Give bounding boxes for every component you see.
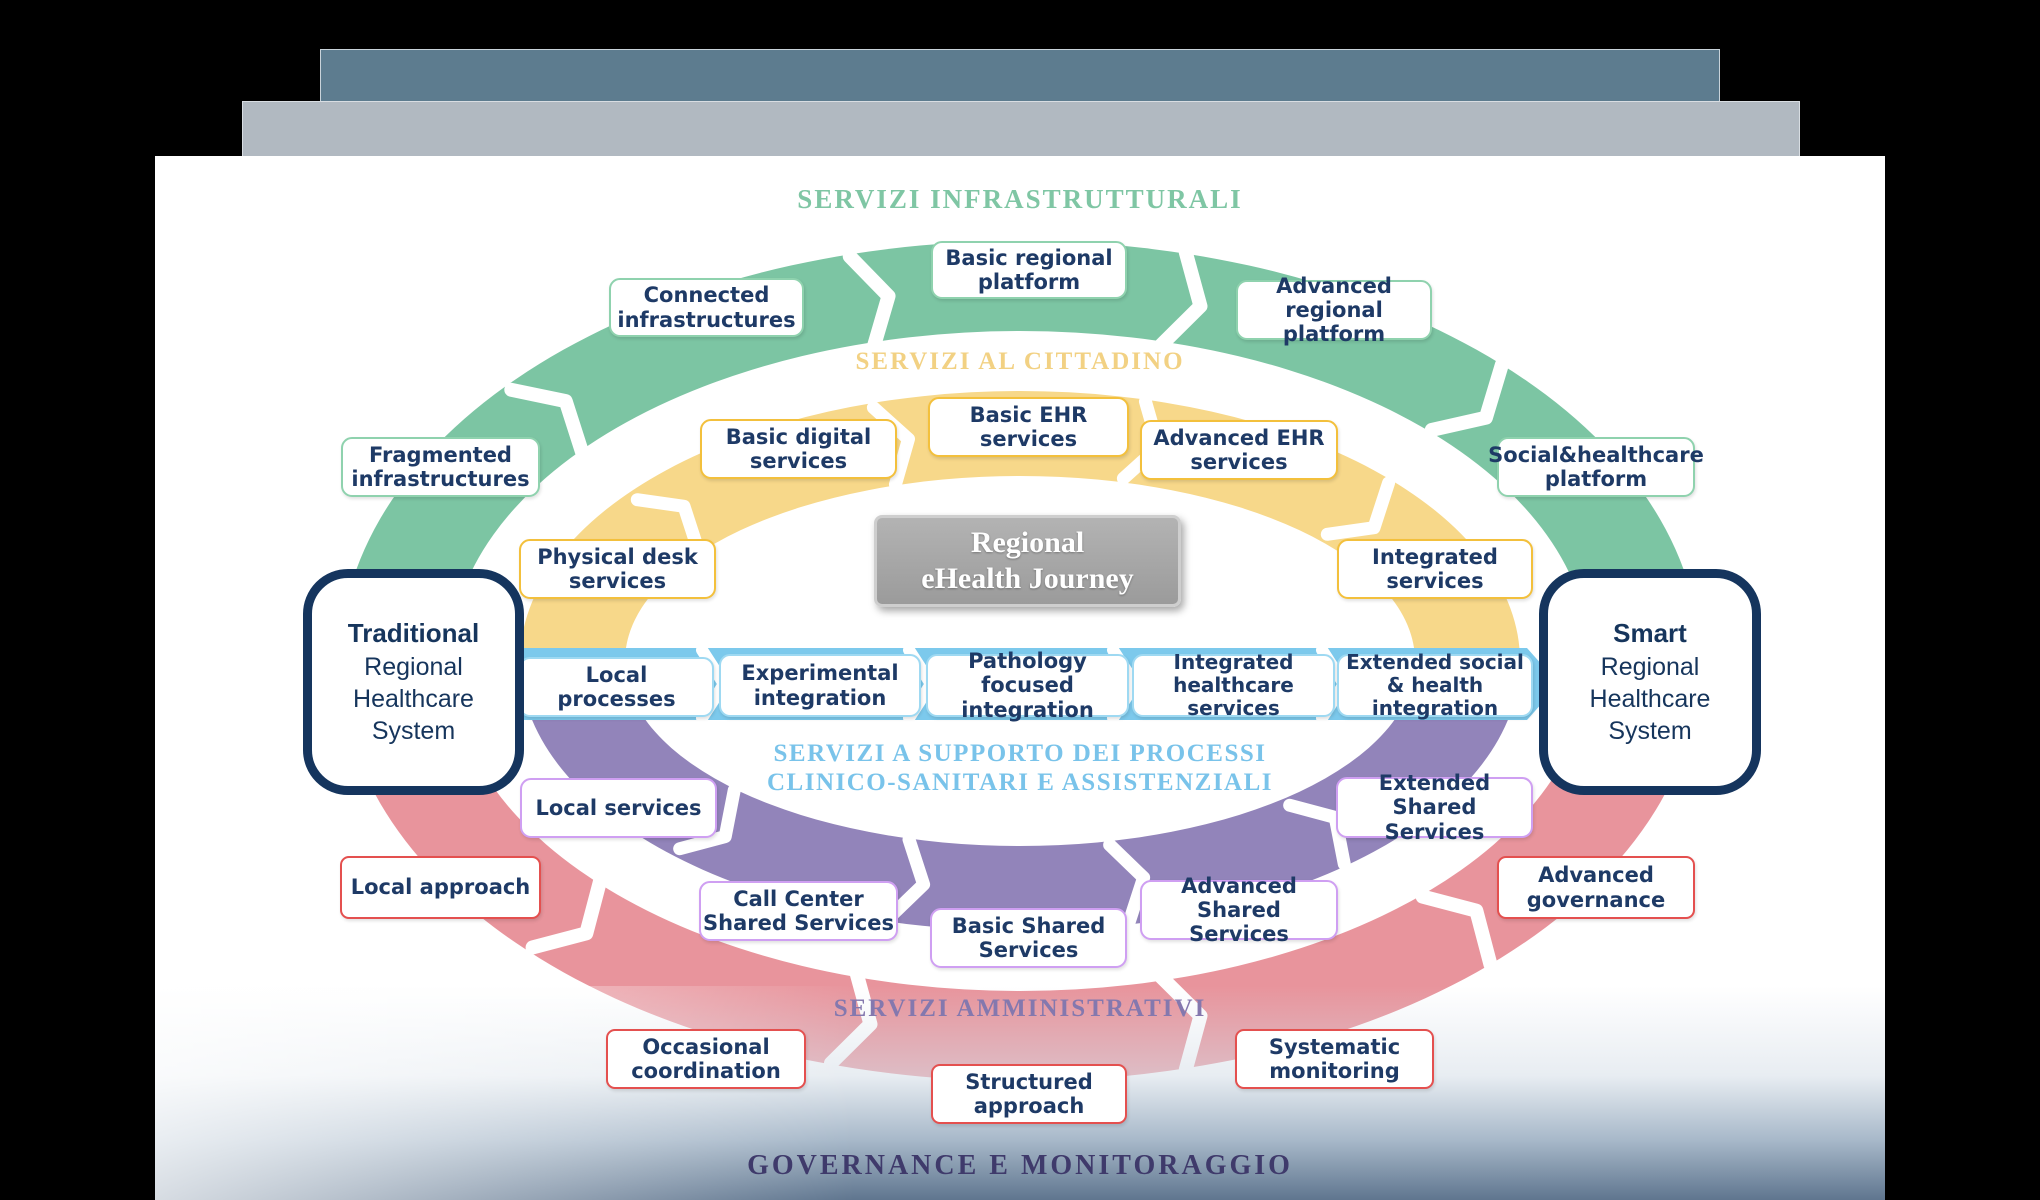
stage-box-extended-social-health-integration: Extended social & health integration [1337,651,1533,720]
endpoint-smart-subtitle: Regional Healthcare System [1589,652,1711,745]
clinical-ring-title-line2: CLINICO-SANITARI E ASSISTENZIALI [766,769,1274,796]
stage-box-fragmented-infrastructures: Fragmented infrastructures [341,437,540,497]
stage-box-pathology-focused-integration: Pathology focused integration [926,649,1129,722]
endpoint-smart-emphasis: Smart [1613,618,1687,649]
stage-box-experimental-integration: Experimental integration [719,654,921,717]
bottom-reflection-highlight [155,986,855,1200]
stage-box-advanced-ehr-services: Advanced EHR services [1140,420,1338,480]
stage-box-structured-approach: Structured approach [931,1064,1127,1124]
citizen-ring-title: SERVIZI AL CITTADINO [855,348,1185,375]
stage-box-systematic-monitoring: Systematic monitoring [1235,1029,1434,1089]
stage-box-integrated-healthcare-services: Integrated healthcare services [1132,651,1335,720]
administrative-ring-arc [520,661,1520,931]
stage-box-local-processes: Local processes [519,657,714,717]
infrastructure-ring-arc [340,241,1700,661]
stage-box-occasional-coordination: Occasional coordination [606,1029,806,1089]
stage-box-advanced-regional-platform: Advanced regional platform [1236,274,1432,346]
endpoint-traditional-subtitle: Regional Healthcare System [353,652,474,745]
stacked-slide-bar-back [320,49,1720,103]
stage-box-call-center-shared-services: Call Center Shared Services [699,881,898,941]
center-title-line2: eHealth Journey [921,562,1134,595]
stage-box-local-services: Local services [520,778,717,838]
clinical-ring-title-line1: SERVIZI A SUPPORTO DEI PROCESSI [773,740,1267,767]
endpoint-smart-system: Smart Regional Healthcare System [1539,569,1761,795]
infrastructure-ring-title: SERVIZI INFRASTRUTTURALI [797,184,1243,214]
stage-box-advanced-governance: Advanced governance [1497,856,1695,919]
stage-box-basic-shared-services: Basic Shared Services [930,908,1127,968]
administrative-ring-title: SERVIZI AMMINISTRATIVI [833,995,1207,1022]
stage-box-extended-shared-services: Extended Shared Services [1336,771,1533,844]
stacked-slide-bar-front [242,101,1800,158]
endpoint-traditional-emphasis: Traditional [347,618,480,649]
stage-box-connected-infrastructures: Connected infrastructures [609,278,804,337]
center-title-box: Regional eHealth Journey [874,515,1181,607]
stage-box-local-approach: Local approach [340,856,541,919]
endpoint-traditional-system: Traditional Regional Healthcare System [303,569,524,795]
stage-box-basic-regional-platform: Basic regional platform [931,241,1127,299]
clinical-ring-title: SERVIZI A SUPPORTO DEI PROCESSI CLINICO-… [155,739,1885,797]
stage-box-advanced-shared-services: Advanced Shared Services [1140,874,1338,946]
governance-ring-arc [340,661,1700,1081]
stage-box-basic-digital-services: Basic digital services [700,419,897,479]
stage-box-basic-ehr-services: Basic EHR services [928,397,1129,457]
stage-box-physical-desk-services: Physical desk services [519,539,716,599]
governance-ring-title: GOVERNANCE E MONITORAGGIO [747,1150,1293,1181]
stage-box-social-healthcare-platform: Social&healthcare platform [1488,437,1704,497]
center-title-line1: Regional [970,526,1085,559]
slide-canvas: SERVIZI INFRASTRUTTURALI SERVIZI AL CITT… [155,156,1885,1200]
stage-box-integrated-services: Integrated services [1337,539,1533,599]
